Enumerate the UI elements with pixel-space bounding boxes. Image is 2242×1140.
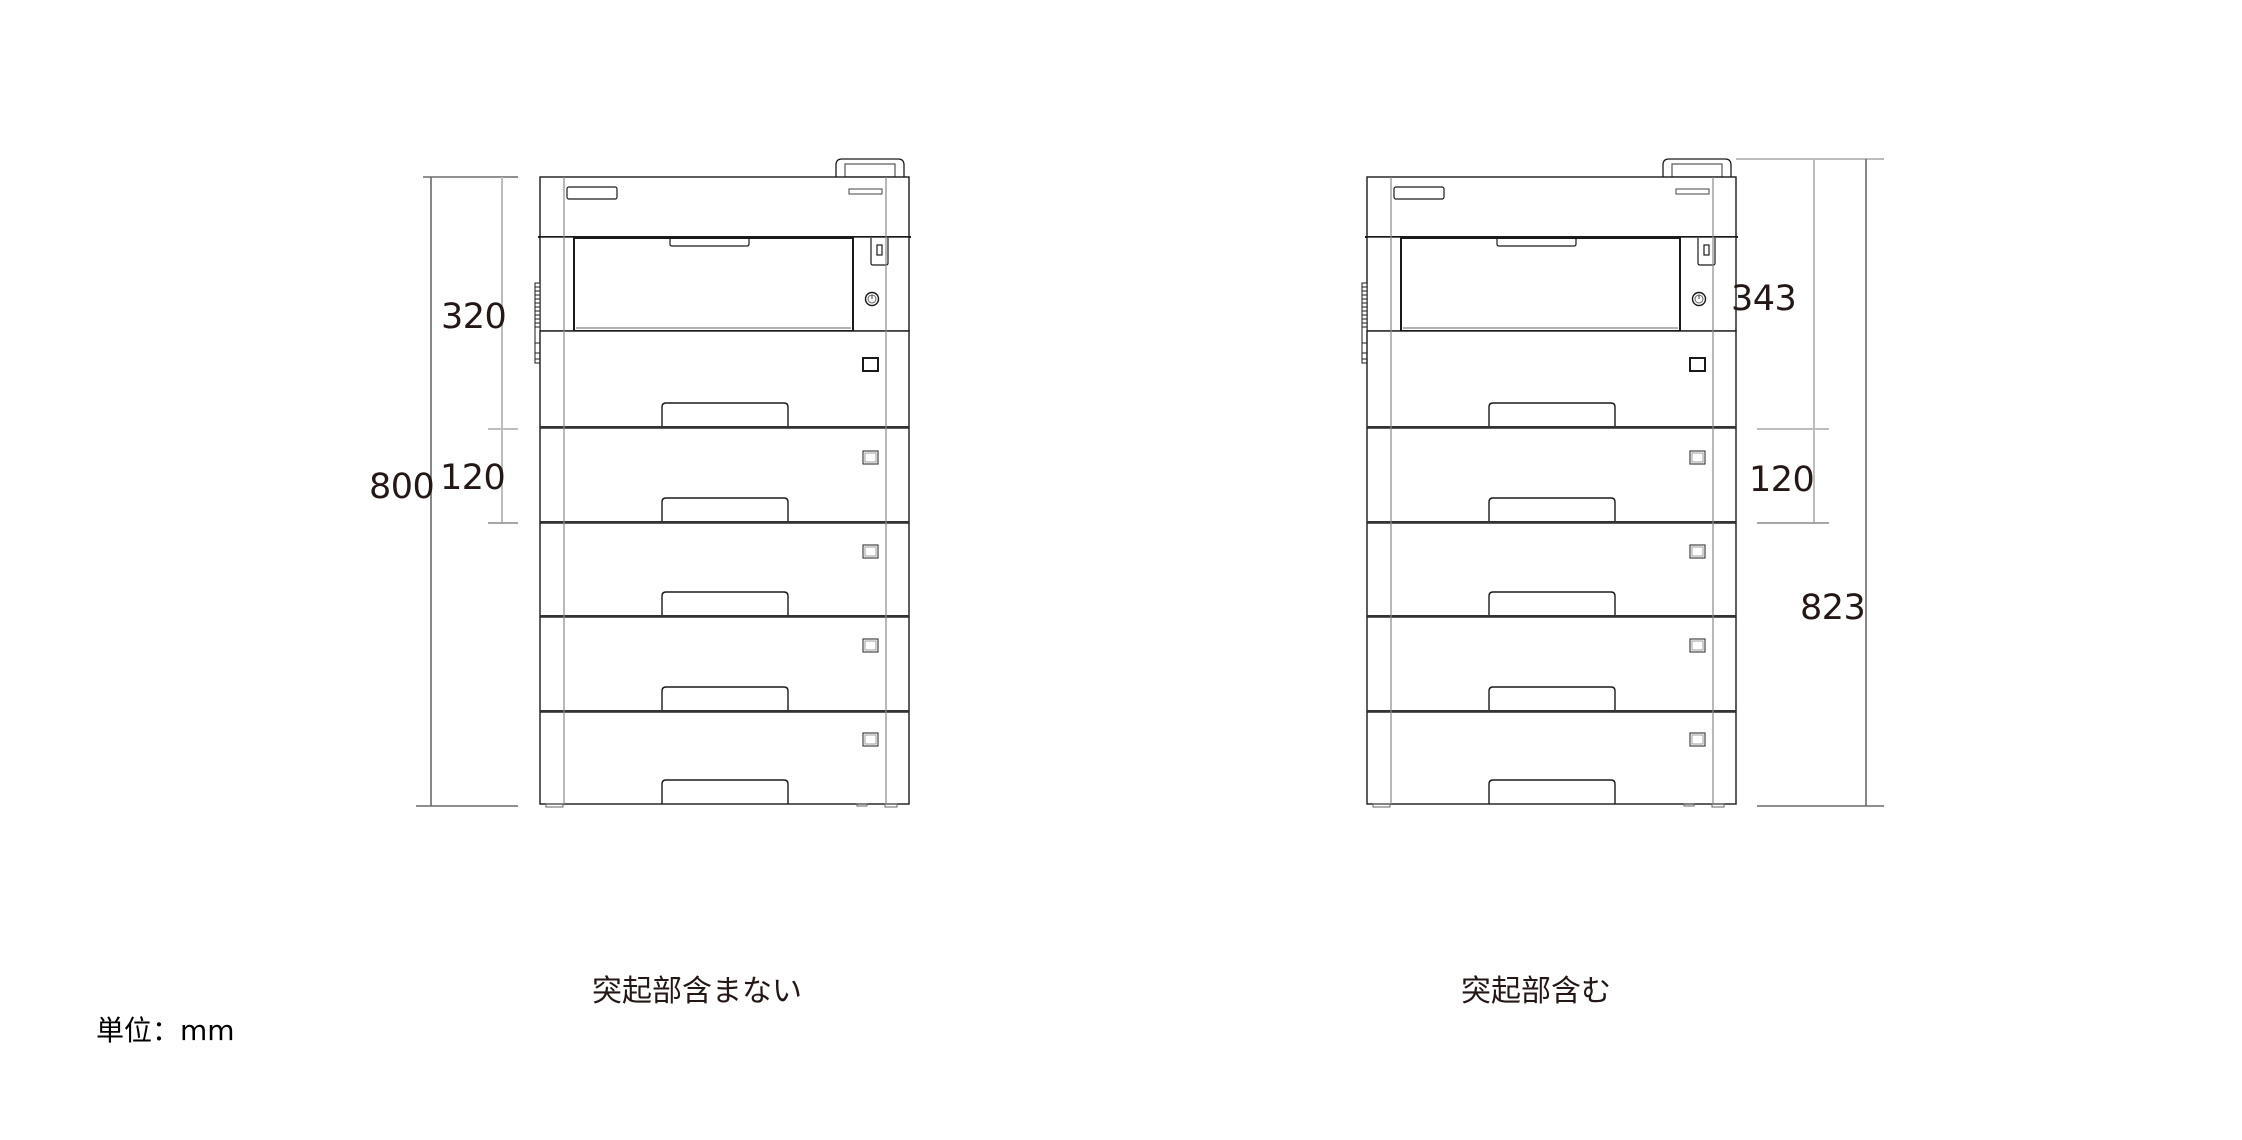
printer-front-view-right [1361,158,1739,808]
dimension-lines-right [1736,158,1884,807]
dimension-label-main-unit-left: 320 [441,297,507,337]
unit-label: 単位：mm [96,1014,235,1047]
caption-including-protrusions: 突起部含む [1461,974,1611,1009]
dimension-label-total-left: 800 [369,467,435,507]
dimension-label-total-right: 823 [1800,588,1866,628]
caption-excluding-protrusions: 突起部含まない [592,974,802,1009]
dimension-lines-left [416,176,518,807]
dimension-label-tray-left: 120 [440,458,506,498]
printer-front-view-left [534,158,912,808]
dimension-label-main-unit-right: 343 [1731,279,1797,319]
dimension-label-tray-right: 120 [1749,460,1815,500]
